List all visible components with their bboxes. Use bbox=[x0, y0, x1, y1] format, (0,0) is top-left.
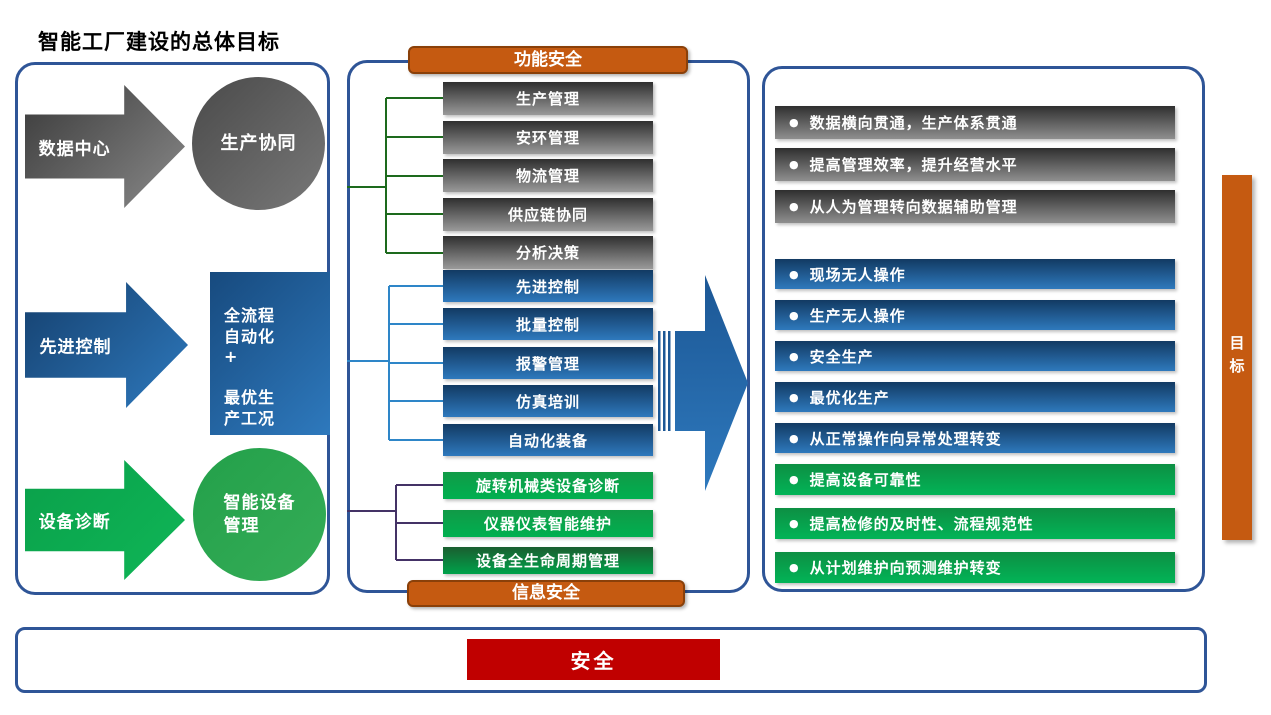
middle-bar-lifecycle-mgmt: 设备全生命周期管理 bbox=[443, 547, 653, 574]
data-center-label: 数据中心 bbox=[38, 139, 111, 159]
right-item-label: 从人为管理转向数据辅助管理 bbox=[809, 198, 1018, 216]
middle-bar-batch-control: 批量控制 bbox=[443, 308, 653, 340]
right-item-equipment-reliability: ● 提高设备可靠性 bbox=[775, 464, 1175, 495]
right-item-label: 提高设备可靠性 bbox=[809, 471, 922, 489]
right-item-exception-handling: ● 从正常操作向异常处理转变 bbox=[775, 423, 1175, 453]
right-item-label: 从计划维护向预测维护转变 bbox=[809, 559, 1002, 577]
right-item-label: 安全生产 bbox=[809, 347, 874, 366]
right-item-label: 数据横向贯通，生产体系贯通 bbox=[809, 114, 1018, 132]
right-item-label: 提高检修的及时性、流程规范性 bbox=[809, 515, 1034, 533]
right-item-label: 生产无人操作 bbox=[809, 306, 906, 325]
bullet-icon: ● bbox=[789, 390, 800, 404]
middle-bar-logistics-mgmt: 物流管理 bbox=[443, 159, 653, 192]
right-item-production-unmanned: ● 生产无人操作 bbox=[775, 300, 1175, 330]
bullet-icon: ● bbox=[789, 267, 800, 281]
automation-optimal-box: 全流程 自动化 + 最优生 产工况 bbox=[210, 272, 330, 435]
middle-bar-rotating-machinery: 旋转机械类设备诊断 bbox=[443, 472, 653, 499]
middle-bar-production-mgmt: 生产管理 bbox=[443, 82, 653, 115]
safety-banner: 安全 bbox=[467, 639, 720, 680]
right-item-maintenance-timeliness: ● 提高检修的及时性、流程规范性 bbox=[775, 508, 1175, 539]
right-item-field-unmanned: ● 现场无人操作 bbox=[775, 259, 1175, 289]
bullet-icon: ● bbox=[789, 473, 800, 486]
bullet-icon: ● bbox=[789, 158, 800, 171]
middle-bar-simulation-training: 仿真培训 bbox=[443, 385, 653, 417]
bullet-icon: ● bbox=[789, 349, 800, 363]
bullet-icon: ● bbox=[789, 517, 800, 530]
middle-bar-hse-mgmt: 安环管理 bbox=[443, 121, 653, 154]
middle-bar-supply-chain: 供应链协同 bbox=[443, 198, 653, 231]
advanced-control-label: 先进控制 bbox=[39, 337, 112, 358]
right-item-label: 从正常操作向异常处理转变 bbox=[809, 429, 1002, 448]
middle-bar-instrument-maintenance: 仪器仪表智能维护 bbox=[443, 510, 653, 537]
smart-equipment-circle: 智能设备 管理 bbox=[193, 448, 326, 581]
middle-bar-automation-equipment: 自动化装备 bbox=[443, 424, 653, 456]
information-security-banner: 信息安全 bbox=[407, 580, 685, 607]
right-item-optimized-production: ● 最优化生产 bbox=[775, 382, 1175, 412]
right-item-label: 最优化生产 bbox=[809, 388, 890, 407]
automation-optimal-label: 全流程 自动化 + 最优生 产工况 bbox=[224, 306, 276, 428]
bullet-icon: ● bbox=[789, 116, 800, 129]
production-collaboration-circle: 生产协同 bbox=[192, 77, 325, 210]
right-item-management-efficiency: ● 提高管理效率，提升经营水平 bbox=[775, 148, 1175, 181]
production-collaboration-label: 生产协同 bbox=[220, 132, 297, 154]
middle-bar-alarm-mgmt: 报警管理 bbox=[443, 347, 653, 379]
right-item-safe-production: ● 安全生产 bbox=[775, 341, 1175, 371]
equipment-diagnosis-label: 设备诊断 bbox=[38, 512, 111, 533]
middle-bar-analysis-decision: 分析决策 bbox=[443, 236, 653, 269]
right-item-label: 现场无人操作 bbox=[809, 265, 906, 284]
bullet-icon: ● bbox=[789, 431, 800, 445]
right-item-label: 提高管理效率，提升经营水平 bbox=[809, 156, 1018, 174]
bullet-icon: ● bbox=[789, 200, 800, 213]
smart-equipment-label: 智能设备 管理 bbox=[223, 493, 296, 536]
right-item-data-integration: ● 数据横向贯通，生产体系贯通 bbox=[775, 106, 1175, 139]
middle-bar-advanced-control: 先进控制 bbox=[443, 270, 653, 302]
bullet-icon: ● bbox=[789, 308, 800, 322]
right-item-predictive-maintenance: ● 从计划维护向预测维护转变 bbox=[775, 552, 1175, 583]
goal-side-bar: 目标 bbox=[1222, 175, 1252, 540]
functional-safety-banner: 功能安全 bbox=[408, 46, 688, 74]
right-item-data-assisted-mgmt: ● 从人为管理转向数据辅助管理 bbox=[775, 190, 1175, 223]
bullet-icon: ● bbox=[789, 561, 800, 574]
page-title: 智能工厂建设的总体目标 bbox=[38, 30, 280, 54]
